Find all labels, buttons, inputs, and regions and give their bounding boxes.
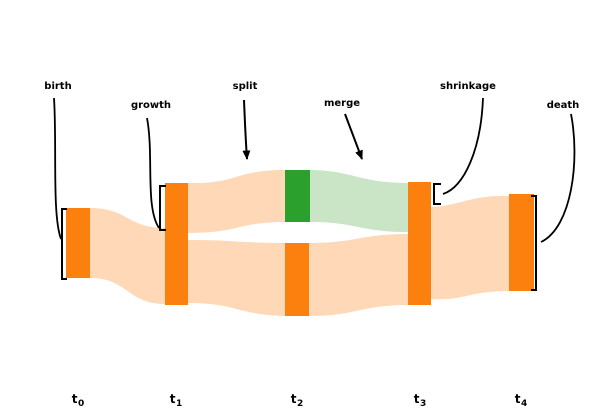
- node-bar-t0: [66, 208, 90, 278]
- time-tick-t2-base: t: [290, 392, 297, 406]
- split-arrow: [242, 99, 251, 160]
- growth-bracket: [159, 185, 166, 231]
- flow-band-merge-lower: [308, 234, 409, 316]
- node-bar-t2-split-green: [285, 170, 310, 222]
- time-tick-t3: t3: [413, 392, 427, 409]
- birth-bracket: [61, 208, 67, 280]
- time-tick-t4-sub: 4: [520, 399, 528, 409]
- shrinkage-bracket: [433, 183, 441, 205]
- growth-leader-line: [146, 117, 160, 229]
- time-tick-t3-base: t: [413, 392, 420, 406]
- annotation-label-split: split: [232, 81, 258, 92]
- death-leader-line: [540, 113, 576, 243]
- birth-leader-line: [53, 97, 62, 240]
- time-tick-t0-sub: 0: [77, 399, 85, 409]
- time-tick-t2-sub: 2: [296, 399, 304, 409]
- time-tick-t0-base: t: [71, 392, 78, 406]
- flow-band-t0-t1: [90, 208, 165, 304]
- flow-band-split-lower: [188, 240, 286, 316]
- flow-band-split-upper: [188, 170, 286, 233]
- time-tick-t2: t2: [290, 392, 304, 409]
- shrinkage-leader-line: [442, 97, 484, 195]
- annotation-label-birth: birth: [44, 81, 72, 92]
- flow-band-t3-t4: [430, 195, 510, 300]
- death-bracket: [531, 195, 537, 291]
- merge-arrow: [344, 113, 363, 160]
- annotation-label-growth: growth: [130, 100, 172, 111]
- annotation-label-shrinkage: shrinkage: [440, 81, 496, 92]
- time-tick-t3-sub: 3: [419, 399, 427, 409]
- time-tick-t1: t1: [169, 392, 183, 409]
- time-tick-t4-base: t: [514, 392, 521, 406]
- node-bar-t2-main: [285, 243, 309, 316]
- flow-band-merge-upper-green: [309, 170, 409, 232]
- time-tick-t4: t4: [514, 392, 528, 409]
- time-tick-t0: t0: [71, 392, 85, 409]
- annotation-label-merge: merge: [323, 98, 361, 109]
- time-tick-t1-sub: 1: [175, 399, 183, 409]
- node-bar-t3: [408, 182, 431, 305]
- node-bar-t1: [165, 183, 188, 305]
- time-tick-t1-base: t: [169, 392, 176, 406]
- annotation-label-death: death: [546, 100, 580, 111]
- node-bar-t4: [509, 194, 534, 291]
